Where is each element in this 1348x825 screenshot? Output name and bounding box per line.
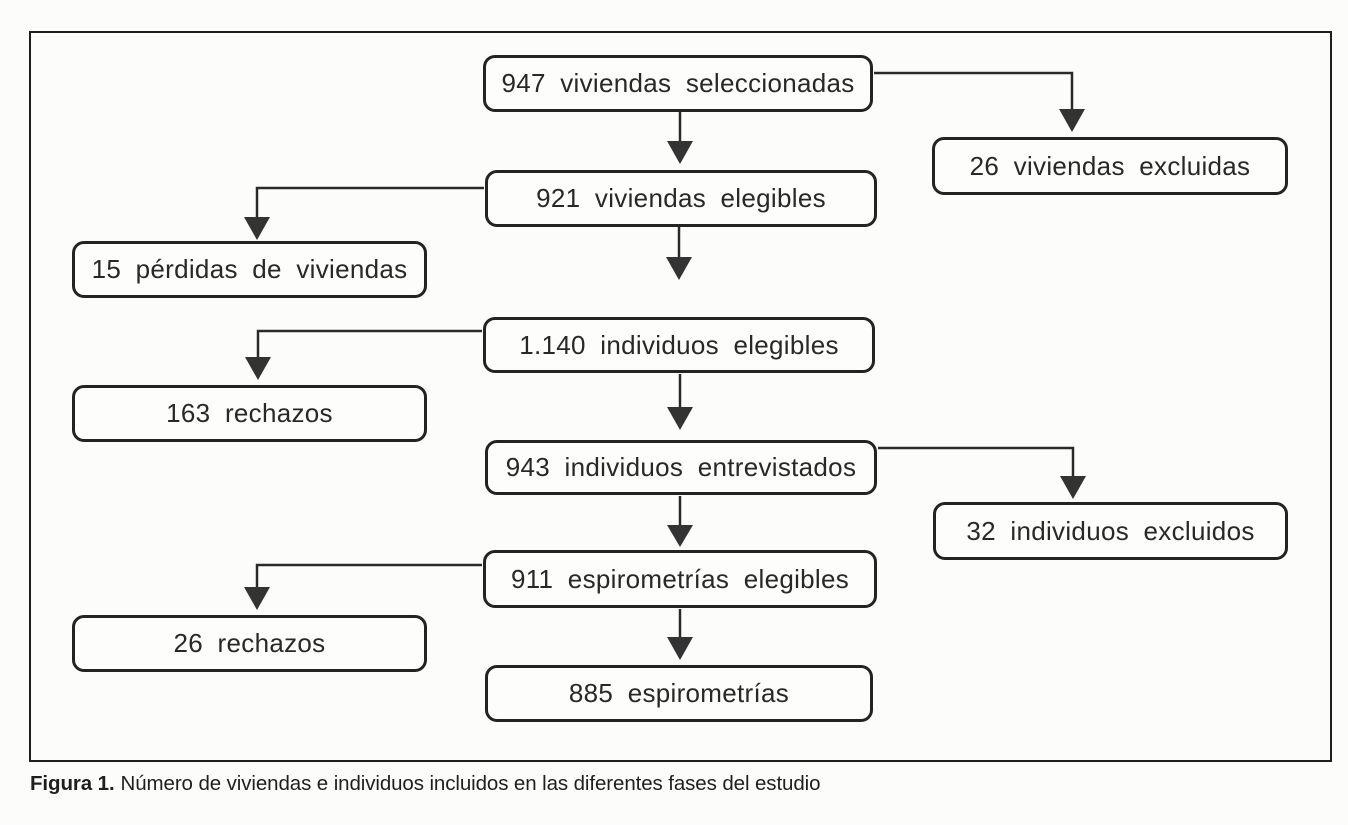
figure-caption-label: Figura 1. [30,772,115,795]
node-espirometrias: 885 espirometrías [485,665,873,722]
node-perdidas-de-viviendas: 15 pérdidas de viviendas [72,241,427,298]
node-espirometrias-elegibles: 911 espirometrías elegibles [483,550,877,608]
node-individuos-excluidos: 32 individuos excluidos [933,502,1288,560]
node-individuos-elegibles: 1.140 individuos elegibles [483,317,875,373]
node-viviendas-elegibles: 921 viviendas elegibles [485,170,877,227]
figure-caption: Figura 1.Número de viviendas e individuo… [30,772,821,796]
node-rechazos-espirometria: 26 rechazos [72,615,427,672]
figure-caption-text: Número de viviendas e individuos incluid… [120,772,821,795]
node-rechazos-entrevista: 163 rechazos [72,385,427,442]
node-individuos-entrevistados: 943 individuos entrevistados [485,440,877,495]
node-viviendas-excluidas: 26 viviendas excluidas [932,137,1288,195]
node-viviendas-seleccionadas: 947 viviendas seleccionadas [483,55,873,112]
figure-frame [29,31,1332,762]
